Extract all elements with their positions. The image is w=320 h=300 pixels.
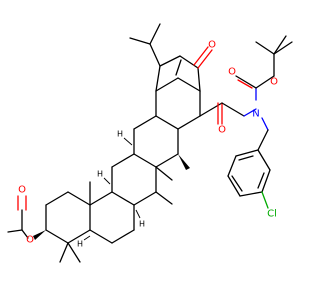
hydrogen-label: H bbox=[139, 220, 145, 229]
hydrogen-label: H bbox=[97, 170, 103, 179]
molecule-structure: O O N O O Cl O O H H H H bbox=[7, 23, 293, 263]
ester-oxygen: O bbox=[26, 235, 34, 246]
acetate-group bbox=[7, 195, 46, 240]
ring-b bbox=[89, 191, 135, 244]
amide-oxygen: O bbox=[218, 125, 226, 136]
chlorine-atom: Cl bbox=[267, 209, 277, 220]
hydrogen-label: H bbox=[77, 240, 83, 249]
hydrogen-label: H bbox=[117, 130, 123, 139]
nitrogen-atom: N bbox=[252, 109, 259, 120]
ring-d bbox=[133, 115, 179, 168]
ketone-oxygen: O bbox=[208, 40, 216, 51]
carbamate-oxygen-carbonyl: O bbox=[228, 67, 236, 78]
carbamate-oxygen-ether: O bbox=[270, 77, 278, 88]
cyclopentenone-ring bbox=[129, 23, 213, 92]
atom-labels: O O N O O Cl O O H H H H bbox=[18, 40, 278, 249]
angular-methyls bbox=[89, 154, 190, 206]
stereo-hashes bbox=[83, 137, 141, 241]
glycyl-side-chain bbox=[199, 35, 293, 209]
ring-c bbox=[111, 153, 157, 206]
acetyl-carbonyl-oxygen: O bbox=[18, 185, 26, 196]
ring-a bbox=[45, 191, 91, 263]
ring-e bbox=[155, 77, 201, 130]
